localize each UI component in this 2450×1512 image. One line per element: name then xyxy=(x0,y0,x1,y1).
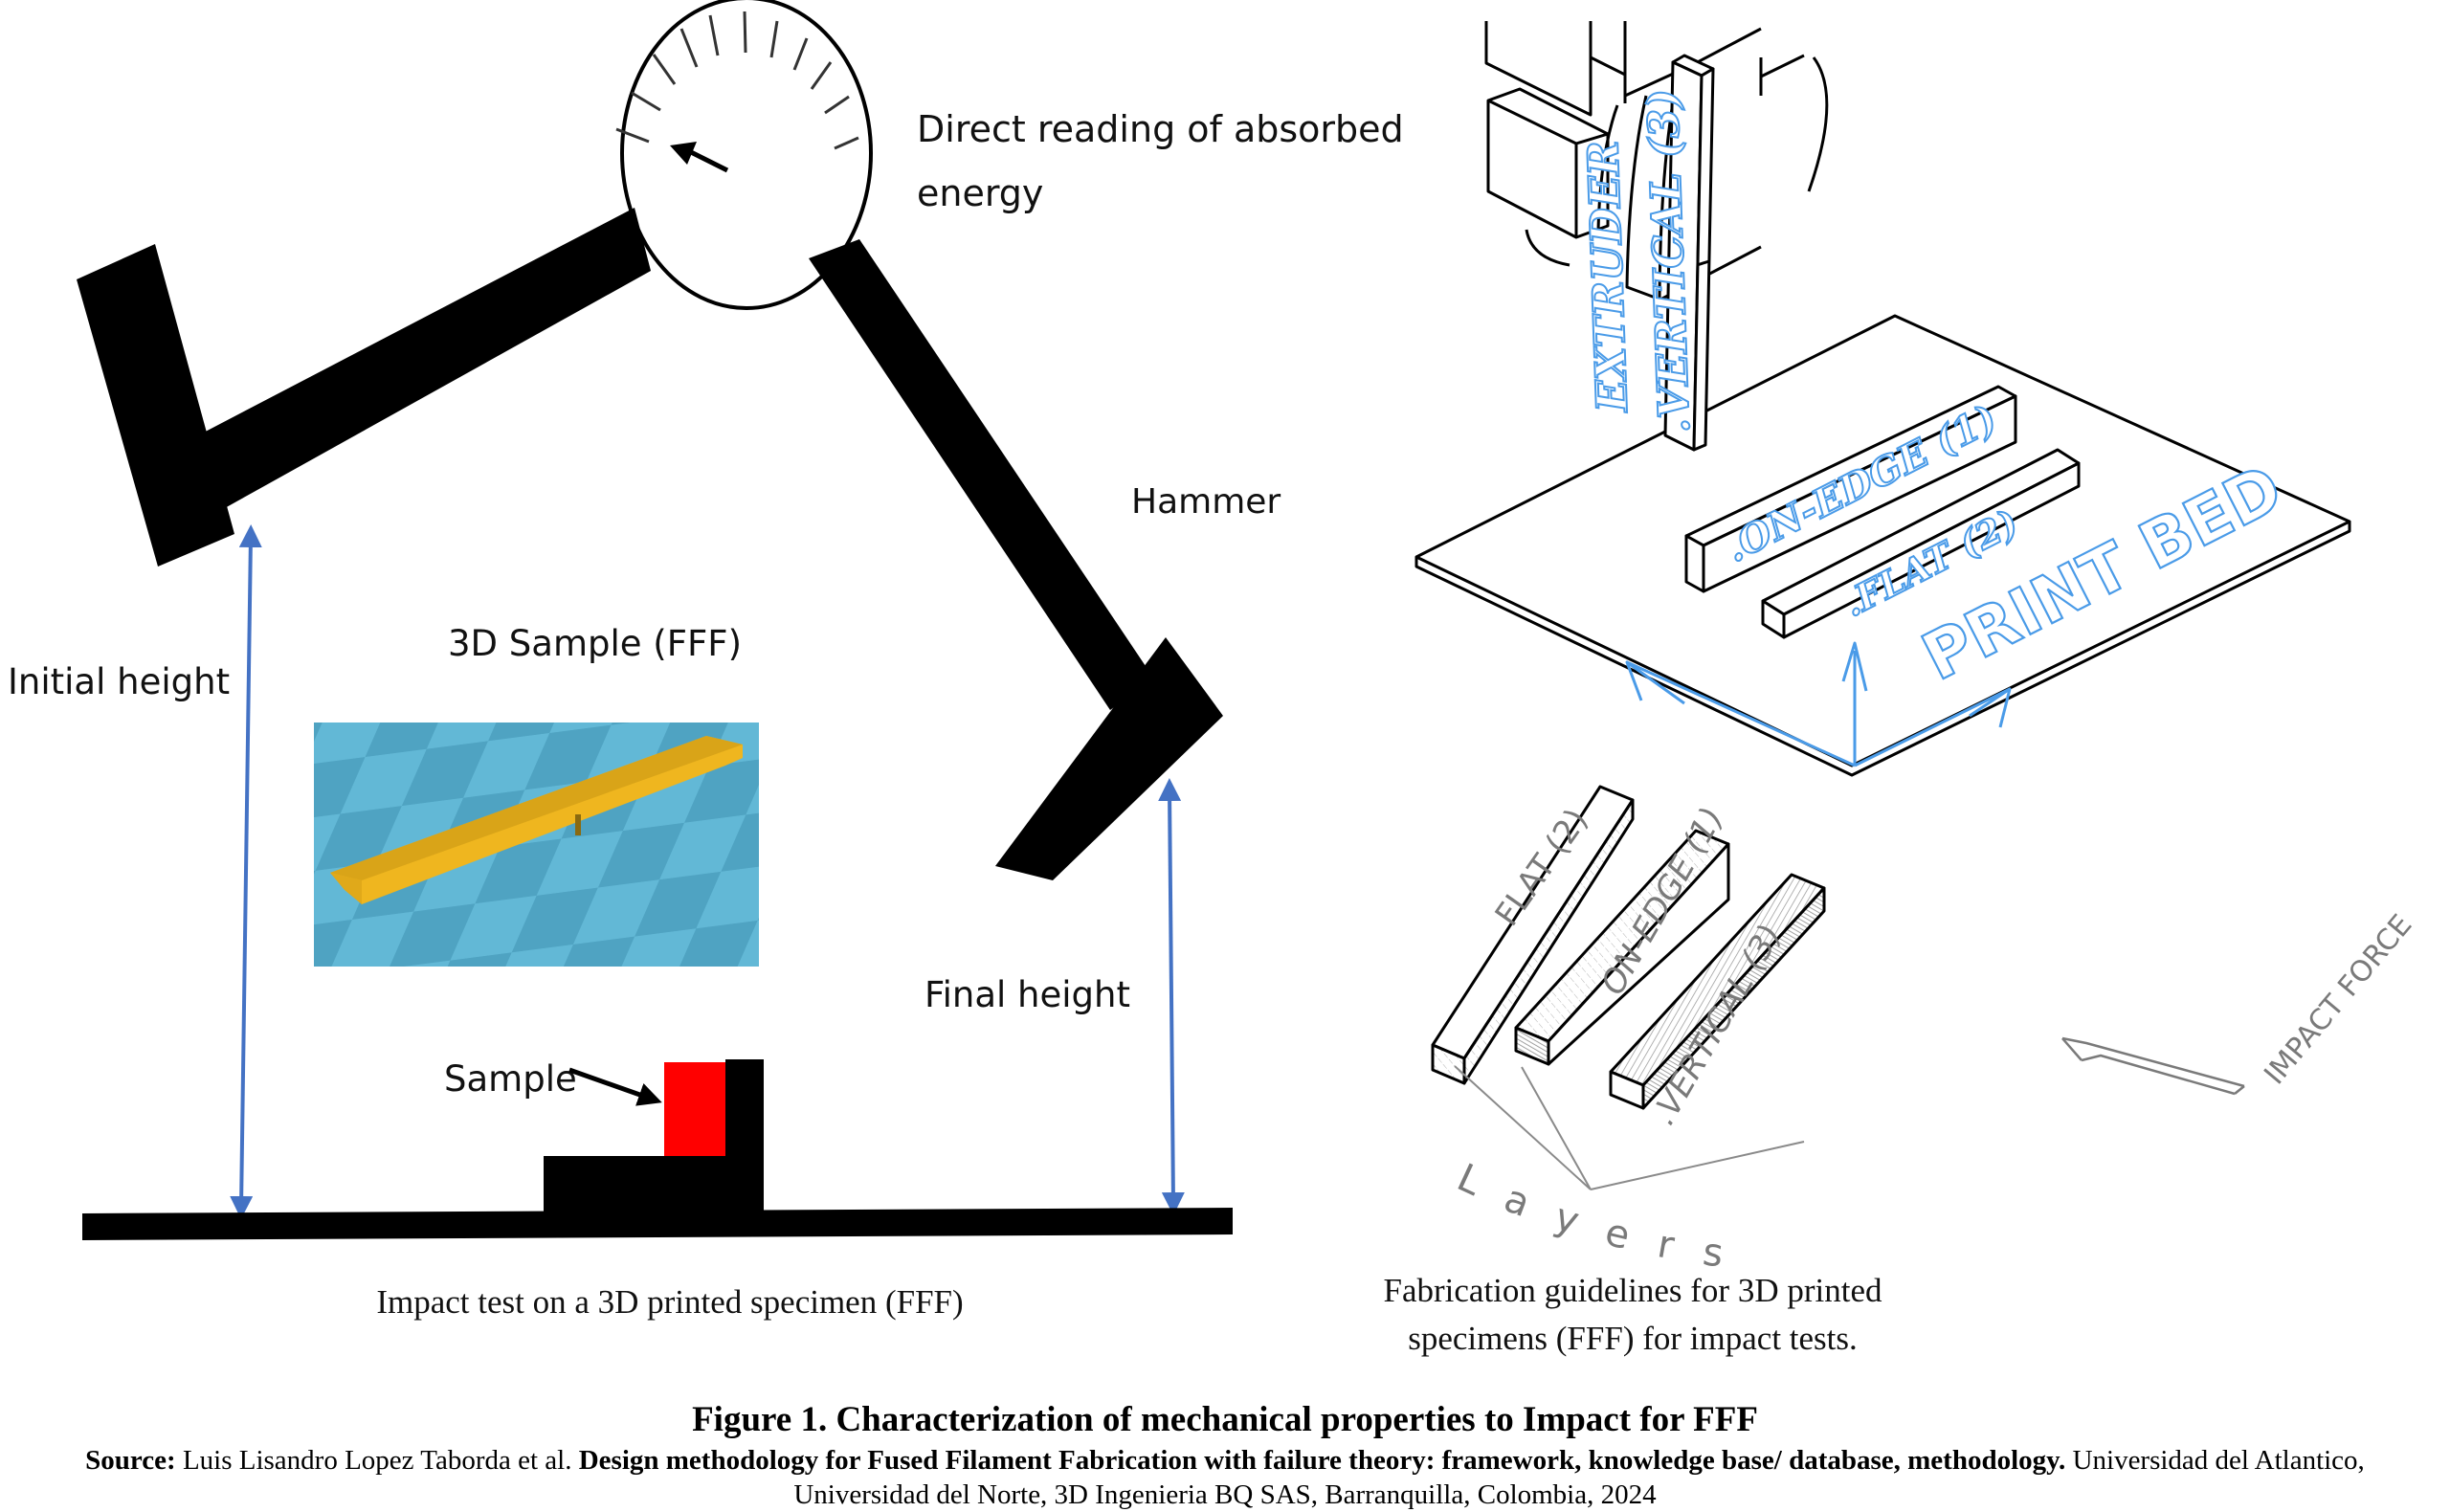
impact-test-diagram: Direct reading of absorbed energy Hammer… xyxy=(8,0,1404,1321)
extruder-assembly xyxy=(1484,21,1829,301)
bed-axes-icon xyxy=(1625,641,2012,767)
extruder-label: EXTRUDER xyxy=(1579,140,1637,414)
gauge-needle-icon xyxy=(670,142,729,173)
sample-3d-label: 3D Sample (FFF) xyxy=(448,623,742,664)
print-bed xyxy=(1414,314,2351,777)
sample-specimen xyxy=(664,1062,725,1156)
gauge-tick-marks xyxy=(615,11,859,150)
impact-force-label: IMPACT FORCE xyxy=(2258,908,2418,1091)
vertical-specimen-on-bed xyxy=(1663,54,1715,452)
flat-specimen-on-bed xyxy=(1761,448,2081,639)
machine-base xyxy=(82,1208,1233,1240)
anvil-support xyxy=(544,1059,764,1218)
gauge-label-line2: energy xyxy=(917,172,1043,214)
source-label: Source: xyxy=(85,1445,176,1476)
sample-3d-render xyxy=(314,723,759,967)
fabrication-diagram xyxy=(1414,21,2351,1190)
pendulum-initial-position xyxy=(77,208,651,567)
energy-gauge xyxy=(615,0,873,310)
layers-pointer-lines xyxy=(1454,1065,1805,1190)
impact-force-arrow-icon xyxy=(2061,1036,2245,1096)
left-caption: Impact test on a 3D printed specimen (FF… xyxy=(376,1283,963,1321)
final-height-label: Final height xyxy=(924,974,1130,1015)
right-caption-line2: specimens (FFF) for impact tests. xyxy=(1408,1320,1858,1357)
figure-title: Figure 1. Characterization of mechanical… xyxy=(692,1400,1758,1439)
gauge-label-line1: Direct reading of absorbed xyxy=(917,108,1404,150)
right-caption-line1: Fabrication guidelines for 3D printed xyxy=(1384,1272,1882,1309)
specimen-vertical-3 xyxy=(1609,873,1826,1110)
source-title: Design methodology for Fused Filament Fa… xyxy=(578,1445,2066,1476)
specimen-on-edge-1 xyxy=(1514,829,1730,1066)
sample-pointer-arrow xyxy=(568,1067,662,1106)
print-bed-label: PRINT BED xyxy=(1911,451,2294,696)
layers-label: Layers xyxy=(1451,1156,1756,1280)
bar-top-face xyxy=(330,736,743,880)
hammer-label: Hammer xyxy=(1131,482,1281,522)
on-edge-specimen-on-bed xyxy=(1684,385,2017,593)
layers-label-path: Layers xyxy=(1451,1156,1726,1280)
bar-notch xyxy=(575,814,581,835)
figure-source: Source: Luis Lisandro Lopez Taborda et a… xyxy=(0,1443,2450,1512)
hammer-final-position xyxy=(809,239,1223,880)
source-authors: Luis Lisandro Lopez Taborda et al. xyxy=(182,1445,572,1476)
initial-height-arrow xyxy=(230,524,262,1219)
sample-label: Sample xyxy=(444,1058,577,1100)
final-height-arrow xyxy=(1158,778,1185,1215)
initial-height-label: Initial height xyxy=(8,661,230,702)
